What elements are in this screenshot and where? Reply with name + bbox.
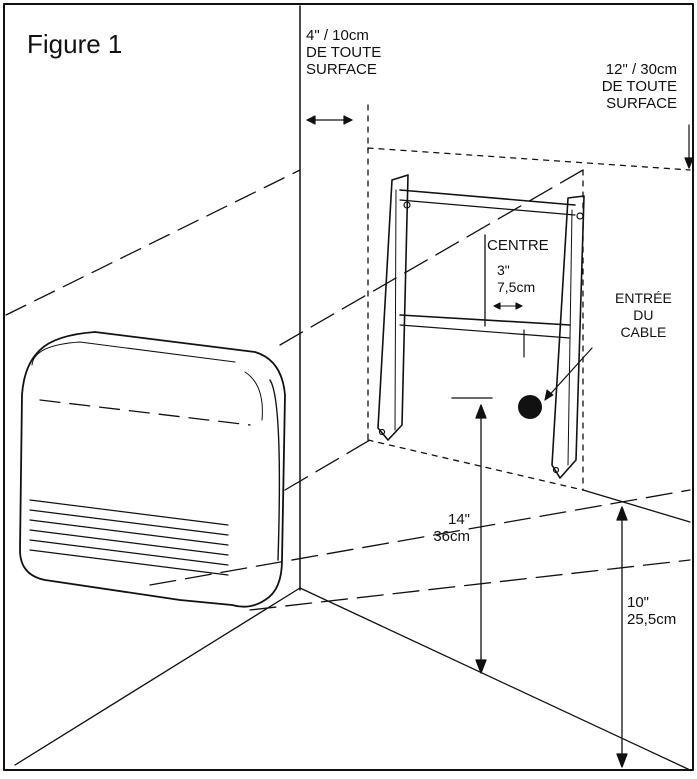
offset-line2: 7,5cm: [497, 279, 535, 296]
side-clearance-line2: DE TOUTE: [306, 44, 381, 61]
floor-height-arrow: [617, 507, 627, 767]
cable-entry-line1: ENTRÉE: [615, 290, 672, 307]
side-clearance-line1: 4" / 10cm: [306, 27, 381, 44]
floor-height-line2: 25,5cm: [627, 611, 676, 628]
side-clearance-label: 4" / 10cm DE TOUTE SURFACE: [306, 27, 381, 78]
cable-entry-line3: CABLE: [615, 324, 672, 341]
bracket-height-line1: 14": [414, 511, 470, 528]
cable-leader: [545, 348, 592, 400]
offset-label: 3" 7,5cm: [497, 262, 535, 296]
top-clearance-arrow: [685, 125, 693, 168]
top-clearance-dashed: [368, 148, 690, 170]
heater-unit: [20, 332, 285, 607]
cable-entry-label: ENTRÉE DU CABLE: [615, 290, 672, 341]
top-clearance-label: 12" / 30cm DE TOUTE SURFACE: [602, 61, 677, 112]
projection-bottom: [285, 440, 370, 490]
cable-arrowhead: [545, 390, 553, 400]
offset-line1: 3": [497, 262, 535, 279]
centre-label: CENTRE: [487, 237, 549, 254]
floor-line-front: [15, 588, 300, 765]
bracket-height-arrow: [476, 405, 486, 673]
side-clearance-line3: SURFACE: [306, 61, 381, 78]
bracket-height-line2: 36cm: [414, 528, 470, 545]
offset-arrow: [494, 303, 522, 309]
heater-top-dashed: [40, 400, 250, 425]
figure-title: Figure 1: [27, 30, 122, 58]
projection-floor-b: [250, 560, 690, 610]
wall-ceiling-dashed: [6, 170, 300, 315]
cable-entry-line2: DU: [615, 307, 672, 324]
floor-height-label: 10" 25,5cm: [627, 594, 676, 628]
side-clearance-arrow: [307, 116, 352, 124]
cable-entry-hole: [518, 395, 542, 419]
floor-height-line1: 10": [627, 594, 676, 611]
mount-area-bottom-edge: [368, 440, 583, 490]
bracket-height-label: 14" 36cm: [414, 511, 470, 545]
projection-top: [280, 170, 583, 345]
top-clearance-line2: DE TOUTE: [602, 78, 677, 95]
top-clearance-line1: 12" / 30cm: [602, 61, 677, 78]
top-clearance-line3: SURFACE: [602, 95, 677, 112]
heater-grille: [30, 500, 228, 575]
